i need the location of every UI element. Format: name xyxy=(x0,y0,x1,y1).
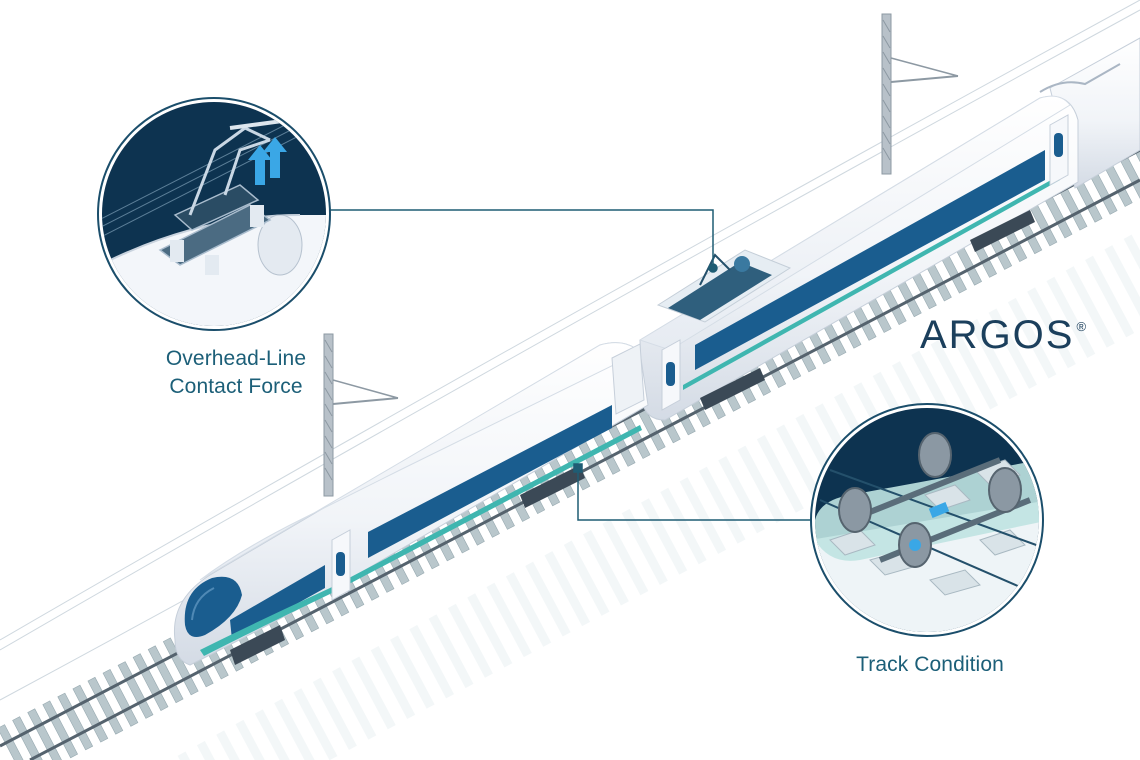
argos-logo: ARGOS® xyxy=(920,313,1087,358)
callout-lines xyxy=(326,209,815,521)
track-sleeper xyxy=(117,661,154,719)
label-track-condition: Track Condition xyxy=(830,651,1030,679)
callout-line-track xyxy=(577,468,815,521)
label-line-1: Overhead-Line xyxy=(165,347,307,370)
track-sleeper xyxy=(87,676,124,735)
bogie-icon xyxy=(810,403,1044,637)
label-overhead-line-contact-force: Overhead-Line Contact Force xyxy=(136,345,336,401)
pantograph-icon xyxy=(97,97,331,331)
track-sleeper xyxy=(0,724,24,760)
track-sleeper xyxy=(162,637,199,696)
track-sleeper xyxy=(147,645,184,704)
background-track xyxy=(170,230,1140,760)
callout-line-overhead xyxy=(326,209,714,268)
catenary-mast-rear xyxy=(881,13,959,175)
label-line-2: Contact Force xyxy=(169,375,303,398)
track-sleeper xyxy=(102,668,139,727)
catenary-mast-front xyxy=(323,333,399,497)
track-sleeper xyxy=(72,684,109,743)
track-sleeper xyxy=(57,692,94,751)
logo-text: ARGOS xyxy=(920,313,1075,357)
label-line-1: Track Condition xyxy=(856,653,1004,676)
registered-mark: ® xyxy=(1076,319,1087,334)
track-sleeper xyxy=(132,653,169,712)
track-sleeper xyxy=(42,700,79,759)
track-sleeper xyxy=(12,716,43,760)
